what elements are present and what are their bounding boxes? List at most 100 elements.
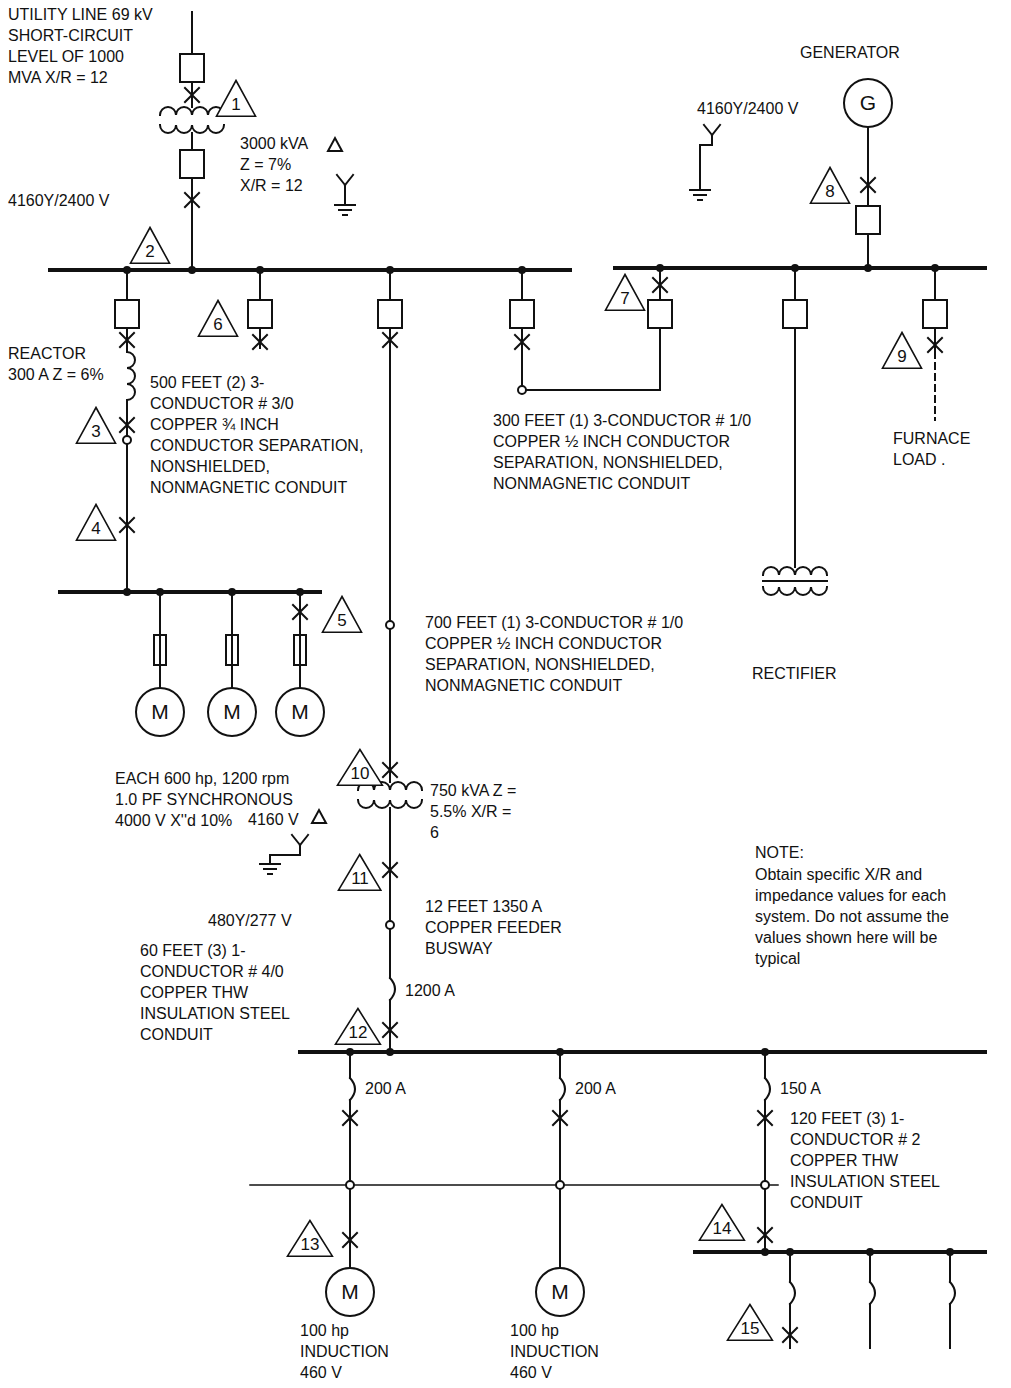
callout-triangle — [339, 854, 381, 890]
fuse-symbol — [226, 635, 238, 665]
delta-symbol — [312, 810, 326, 823]
cable-spec: 300 FEET (1) 3-CONDUCTOR # 1/0 COPPER ½ … — [493, 410, 763, 494]
breaker-symbol — [120, 333, 134, 347]
machine-letter: M — [341, 1280, 359, 1303]
voltage-label: 4160Y/2400 V — [8, 190, 109, 211]
cable-termination — [123, 436, 131, 444]
junction-dot — [123, 588, 131, 596]
motor-circle: M — [275, 687, 325, 737]
drawout-box — [856, 206, 880, 234]
drawout-box — [923, 300, 947, 328]
callout-number: 13 — [286, 1219, 334, 1258]
callout-number: 8 — [825, 183, 834, 202]
machine-letter: M — [551, 1280, 569, 1303]
machine-circle — [276, 688, 324, 736]
motor-rating: 100 hp INDUCTION 460 V — [300, 1320, 410, 1383]
busway-spec: 12 FEET 1350 A COPPER FEEDER BUSWAY — [425, 896, 575, 959]
cable-spec: 120 FEET (3) 1-CONDUCTOR # 2 COPPER THW … — [790, 1108, 990, 1213]
wire — [259, 270, 261, 348]
breaker-symbol — [758, 1228, 772, 1242]
breaker-rating: 200 A — [575, 1078, 616, 1099]
cable-termination — [556, 1181, 564, 1189]
callout-triangle — [288, 1220, 333, 1256]
drawout-box — [180, 150, 204, 178]
machine-circle — [136, 688, 184, 736]
wye-symbol — [337, 175, 353, 195]
callout-triangle — [338, 749, 383, 785]
breaker-symbol — [343, 1233, 357, 1247]
motor-circle: M — [535, 1267, 585, 1317]
callout-number: 1 — [215, 79, 257, 118]
callout-triangle — [323, 596, 362, 632]
machine-circle — [536, 1268, 584, 1316]
drawout-box — [648, 300, 672, 328]
ground-symbol — [260, 864, 280, 874]
callout-number: 10 — [351, 765, 370, 784]
callout-number: 6 — [213, 316, 222, 335]
callout-number: 7 — [604, 273, 646, 312]
lv-breaker-symbol — [350, 1078, 770, 1100]
wire — [344, 195, 346, 205]
delta-symbol — [328, 138, 342, 151]
callout-number: 4 — [75, 503, 117, 542]
wire — [160, 592, 300, 687]
transformer-rating: 750 kVA Z = 5.5% X/R = 6 — [430, 780, 520, 843]
breaker-symbol — [515, 335, 529, 349]
callout-number: 5 — [321, 595, 363, 634]
machine-circle — [326, 1268, 374, 1316]
breaker-symbol — [253, 335, 267, 349]
bus — [695, 1250, 985, 1254]
drawout-box — [115, 300, 139, 328]
source-note: UTILITY LINE 69 kV SHORT-CIRCUIT LEVEL O… — [8, 4, 158, 88]
callout-triangle — [728, 1304, 773, 1340]
busway-termination — [386, 921, 394, 929]
ground-symbol — [690, 190, 710, 200]
motor-circle: M — [325, 1267, 375, 1317]
junction-dot — [386, 1048, 394, 1056]
voltage-label: 4160 V — [248, 809, 299, 830]
callout-triangle — [131, 227, 170, 263]
cable-termination — [346, 1181, 354, 1189]
callout-triangle — [77, 504, 116, 540]
equipment-name: GENERATOR — [800, 42, 900, 63]
wire — [700, 145, 712, 190]
wire — [790, 1252, 950, 1348]
load-name: FURNACE LOAD . — [893, 428, 993, 470]
breaker-symbol — [653, 278, 667, 292]
fuse-symbol — [154, 635, 166, 665]
rectifier-core — [763, 580, 827, 582]
cable-line — [250, 1184, 778, 1186]
callout-triangle — [700, 1204, 745, 1240]
callout-number: 6 — [197, 299, 239, 338]
callout-triangle — [811, 167, 850, 203]
transformer-winding — [763, 567, 827, 575]
breaker-rating: 1200 A — [405, 980, 455, 1001]
bus — [300, 1050, 985, 1054]
transformer-rating: 3000 kVA Z = 7% X/R = 12 — [240, 133, 320, 196]
breaker-symbol — [783, 1328, 797, 1342]
breaker-symbol — [861, 178, 875, 192]
junction-dot — [656, 264, 664, 272]
callout-number: 3 — [91, 423, 100, 442]
callout-triangle — [883, 332, 922, 368]
callout-number: 2 — [129, 226, 171, 265]
equipment-name: RECTIFIER — [752, 663, 836, 684]
callout-triangle — [217, 80, 256, 116]
callout-number: 3 — [75, 406, 117, 445]
breaker-rating: 200 A — [365, 1078, 406, 1099]
callout-number: 15 — [741, 1320, 760, 1339]
lv-breaker-symbol — [390, 978, 395, 1000]
note-heading: NOTE: — [755, 842, 804, 863]
machine-letter: M — [223, 700, 241, 723]
callout-number: 10 — [336, 748, 384, 787]
generator-circle: G — [843, 78, 893, 128]
breaker-symbol — [928, 338, 942, 352]
callout-triangle — [77, 407, 116, 443]
wire — [350, 1052, 765, 1267]
drawout-box — [180, 54, 204, 82]
junction-dot — [761, 1248, 769, 1256]
breaker-symbol — [120, 518, 134, 532]
machine-circle — [844, 79, 892, 127]
callout-number: 13 — [301, 1236, 320, 1255]
